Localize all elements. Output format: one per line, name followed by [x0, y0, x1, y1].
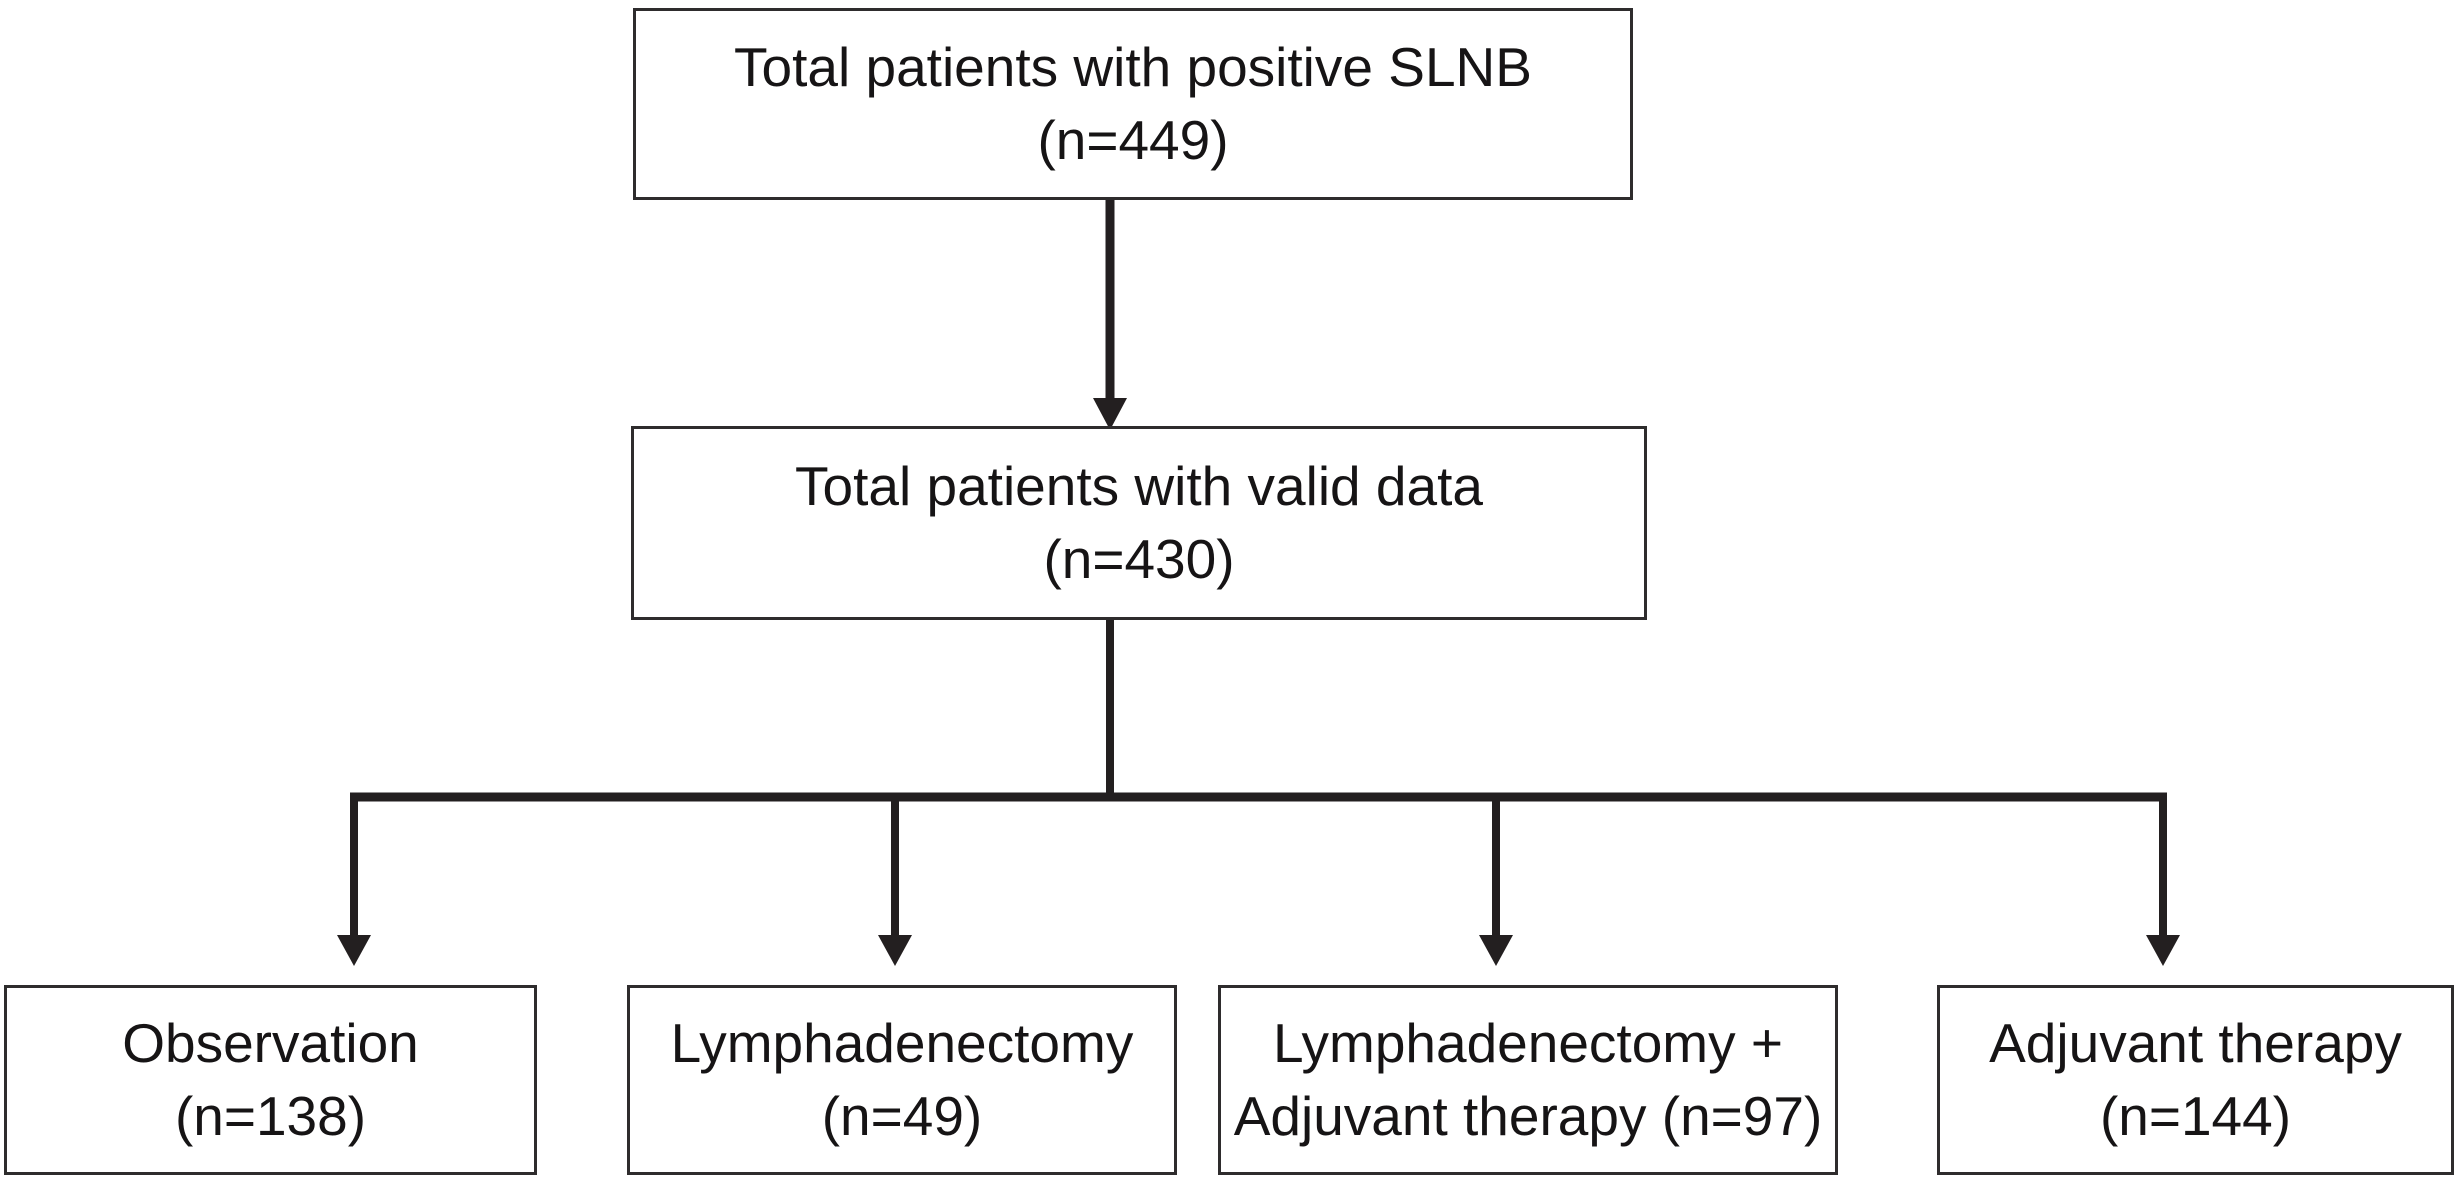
connector-valid-to-bar: [350, 620, 2167, 802]
node-total-positive-slnb: Total patients with positive SLNB (n=449…: [633, 8, 1633, 200]
node-label: Total patients with valid data: [795, 455, 1483, 518]
node-label: Total patients with positive SLNB: [734, 36, 1532, 99]
node-lymphadenectomy: Lymphadenectomy (n=49): [627, 985, 1177, 1175]
arrow-to-adjuvant-therapy: [2146, 793, 2180, 966]
node-label: Adjuvant therapy: [1989, 1012, 2402, 1075]
arrow-to-lymphadenectomy-adjuvant: [1479, 793, 1513, 966]
arrow-to-observation: [337, 793, 371, 966]
node-adjuvant-therapy: Adjuvant therapy (n=144): [1937, 985, 2454, 1175]
node-count: (n=144): [2099, 1085, 2292, 1147]
node-lymphadenectomy-adjuvant: Lymphadenectomy + Adjuvant therapy (n=97…: [1218, 985, 1838, 1175]
node-observation: Observation (n=138): [4, 985, 537, 1175]
node-total-valid-data: Total patients with valid data (n=430): [631, 426, 1647, 620]
arrow-root-to-valid: [1093, 200, 1127, 430]
node-label: Lymphadenectomy: [670, 1012, 1134, 1075]
node-label: Lymphadenectomy +: [1272, 1012, 1784, 1075]
node-count: (n=138): [174, 1085, 367, 1147]
node-label: Observation: [122, 1012, 419, 1075]
node-count: (n=430): [1043, 528, 1235, 590]
node-count: (n=49): [821, 1085, 983, 1147]
node-count: (n=449): [1037, 109, 1229, 171]
node-count: Adjuvant therapy (n=97): [1233, 1085, 1823, 1147]
arrow-to-lymphadenectomy: [878, 793, 912, 966]
